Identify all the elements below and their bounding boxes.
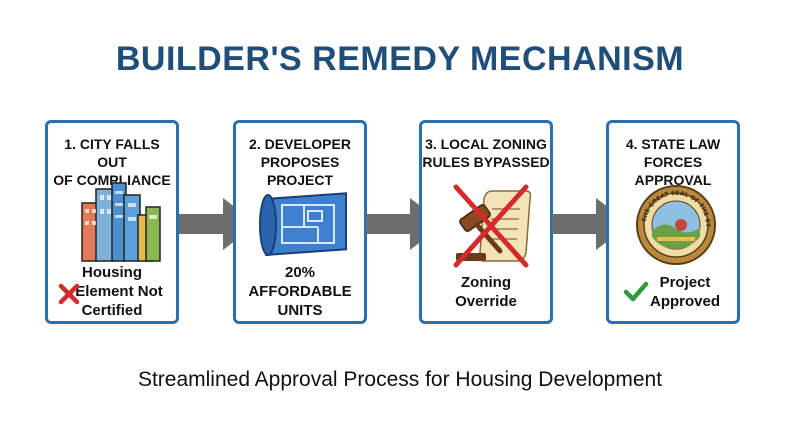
step-4-label: Project Approved <box>609 273 737 311</box>
step-1-card: 1. CITY FALLS OUT OF COMPLIANCE <box>45 120 179 324</box>
blueprint-icon <box>259 192 347 256</box>
step-4-card: 4. STATE LAW FORCES APPROVAL THE GREAT S… <box>606 120 740 324</box>
step-4-title: 4. STATE LAW FORCES APPROVAL <box>625 136 721 188</box>
step-2-title: 2. DEVELOPER PROPOSES PROJECT <box>249 136 351 188</box>
california-seal-icon: THE GREAT SEAL OF THE STATE OF CALIFORNI… <box>606 176 716 265</box>
footer-caption: Streamlined Approval Process for Housing… <box>137 368 663 391</box>
crossed-gavel-scroll-icon <box>453 184 532 268</box>
step-2-label: 20% AFFORDABLE UNITS <box>248 264 352 319</box>
step-3-label: Zoning Override <box>455 274 517 310</box>
step-2-card: 2. DEVELOPER PROPOSES PROJECT 20% AFFORD… <box>233 120 367 324</box>
step-1-title: 1. CITY FALLS OUT OF COMPLIANCE <box>53 136 171 188</box>
green-check-icon <box>623 281 649 302</box>
step-3-title: 3. LOCAL ZONING RULES BYPASSED <box>422 136 550 170</box>
step-3-card: 3. LOCAL ZONING RULES BYPASSED Zoning Ov… <box>419 120 553 324</box>
red-x-icon <box>58 283 80 305</box>
step-1-label: Housing Element Not Certified <box>48 263 176 320</box>
city-buildings-icon <box>81 177 161 262</box>
diagram-title: BUILDER'S REMEDY MECHANISM <box>115 40 685 78</box>
